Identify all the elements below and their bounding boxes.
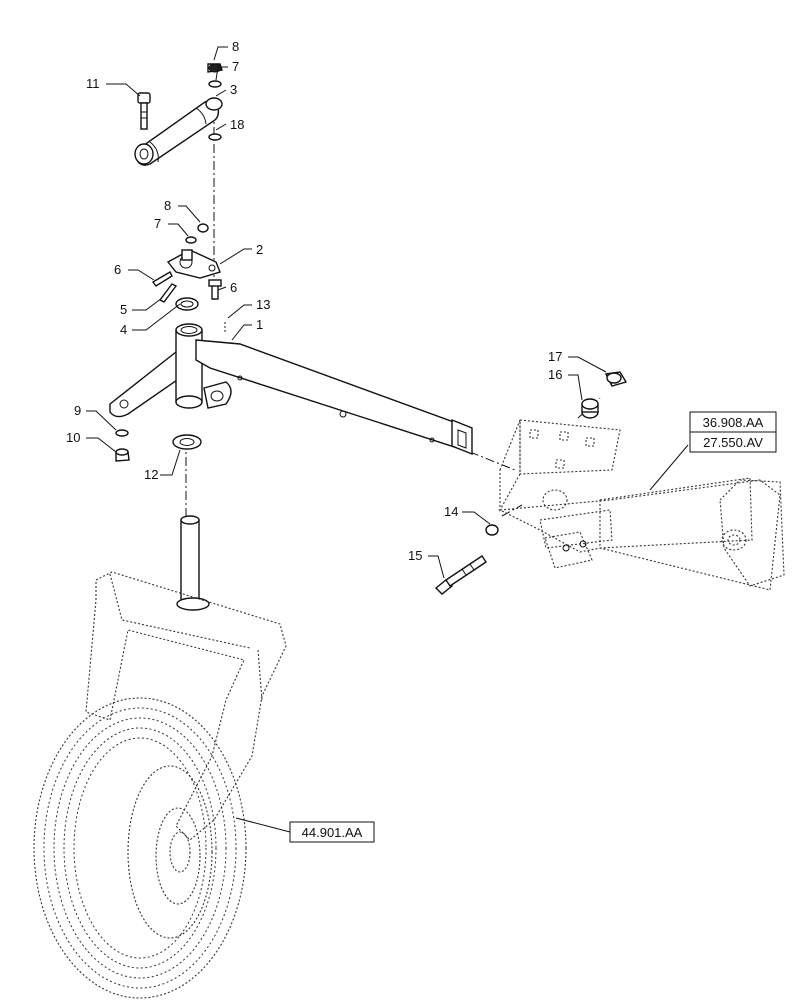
axis-line-arm [469, 451, 516, 471]
reference-27-550: 27.550.AV [703, 435, 763, 450]
tire [33, 697, 247, 999]
callout-3: 3 [230, 82, 237, 97]
nut-8-top [207, 63, 223, 73]
reference-box-group-wheel: 44.901.AA [289, 821, 375, 843]
washer-12 [172, 434, 202, 450]
callout-1: 1 [256, 317, 263, 332]
callout-labels: 8 7 3 18 11 8 7 2 6 6 5 13 1 4 9 10 12 1… [66, 39, 562, 563]
axis-line-bolt [501, 504, 523, 517]
callout-16: 16 [548, 367, 562, 382]
bolt-6-right [208, 279, 222, 300]
washer-9 [115, 429, 129, 437]
washer-7-top [208, 80, 222, 88]
washer-18 [208, 133, 222, 141]
callout-2: 2 [256, 242, 263, 257]
callout-8-top: 8 [232, 39, 239, 54]
frame-mount [498, 419, 785, 591]
callout-11: 11 [86, 76, 100, 91]
reference-box-27-550[interactable] [689, 431, 777, 453]
callout-14: 14 [444, 504, 458, 519]
callout-6-right: 6 [230, 280, 237, 295]
reference-box-44-901[interactable] [289, 821, 375, 843]
pin-5 [158, 283, 178, 303]
bolt-6-left [151, 271, 173, 287]
washer-7-mid [185, 236, 197, 244]
callout-7-top: 7 [232, 59, 239, 74]
bolt-11 [137, 92, 151, 130]
pivot-arm-1 [109, 323, 473, 456]
bolt-15 [434, 555, 487, 595]
spindle [176, 515, 210, 611]
hydraulic-cylinder [134, 97, 223, 166]
wheel-fork [85, 571, 287, 841]
callout-8-mid: 8 [164, 198, 171, 213]
washer-4 [175, 297, 199, 311]
callout-6-left: 6 [114, 262, 121, 277]
callout-4: 4 [120, 322, 127, 337]
nut-17 [604, 371, 628, 387]
nut-8-mid [197, 223, 209, 233]
callout-17: 17 [548, 349, 562, 364]
callout-5: 5 [120, 302, 127, 317]
reference-36-908: 36.908.AA [703, 415, 764, 430]
nut-10 [115, 448, 130, 462]
callout-10: 10 [66, 430, 80, 445]
callout-9: 9 [74, 403, 81, 418]
callout-15: 15 [408, 548, 422, 563]
callout-18: 18 [230, 117, 244, 132]
reference-44-901: 44.901.AA [302, 825, 363, 840]
callout-12: 12 [144, 467, 158, 482]
bracket-2 [166, 249, 221, 279]
leader-lines [86, 46, 689, 833]
spacer-16 [581, 398, 599, 419]
washer-14 [485, 524, 499, 536]
reference-box-group-frame: 36.908.AA 27.550.AV [689, 411, 777, 453]
callout-7-mid: 7 [154, 216, 161, 231]
callout-13: 13 [256, 297, 270, 312]
